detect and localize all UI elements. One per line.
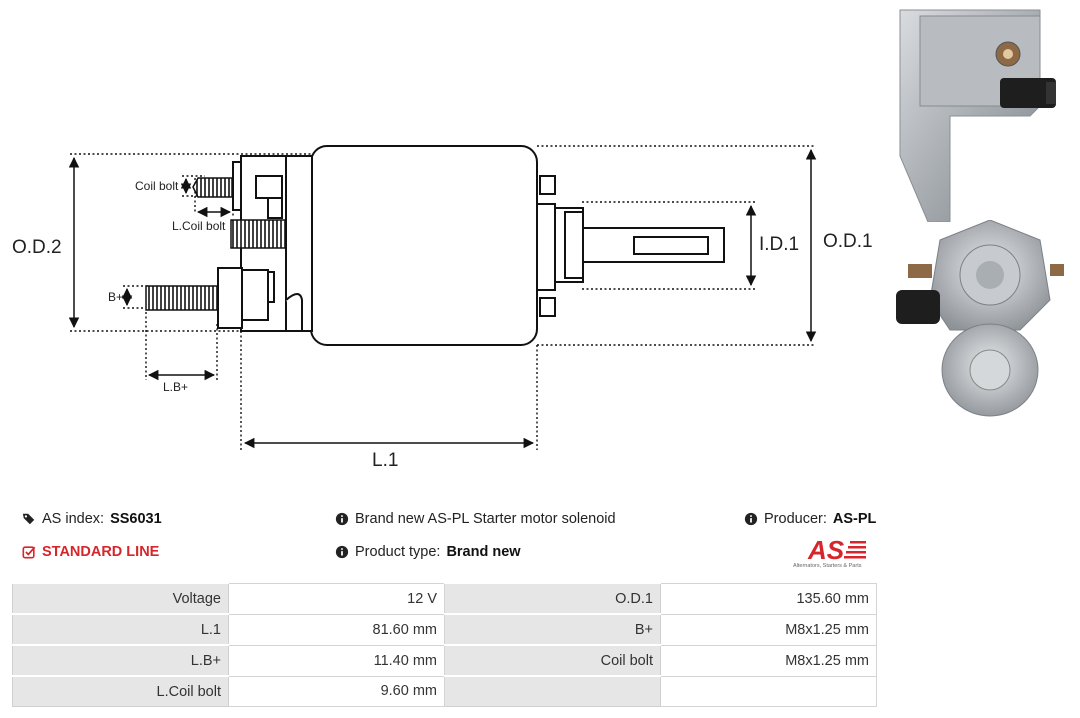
spec-value: M8x1.25 mm [660,613,877,646]
product-type-value: Brand new [446,544,521,560]
as-index: AS index: SS6031 [22,511,162,527]
od1-label: O.D.1 [823,231,873,252]
spec-value: 11.40 mm [228,644,445,677]
as-index-value: SS6031 [110,511,162,527]
solenoid-outline [217,145,725,346]
product-photo-front [896,220,1064,417]
l-coil-bolt-label: L.Coil bolt [172,219,226,233]
spec-label: B+ [444,613,661,646]
spec-label: Voltage [12,582,229,615]
spec-label: O.D.1 [444,582,661,615]
product-photo-side [899,9,1056,222]
as-index-label: AS index: [42,511,105,527]
spec-value: 135.60 mm [660,582,877,615]
info-circle-icon [335,512,349,526]
check-square-icon [22,546,36,559]
spec-label: L.1 [12,613,229,646]
spec-value [660,675,877,707]
product-info: AS index: SS6031 STANDARD LINE Brand new… [0,500,1080,580]
description-text: Brand new AS-PL Starter motor solenoid [355,511,616,527]
coil-bolt-label: Coil bolt [135,179,179,193]
product-type-label: Product type: [355,544,441,560]
logo-tagline: Alternators, Starters & Parts [793,563,862,569]
b-plus-label: B+ [108,290,123,304]
producer-value: AS-PL [832,511,877,527]
info-circle-icon [744,512,758,526]
bolt-threads [145,177,287,311]
spec-label [444,675,661,707]
od2-label: O.D.2 [12,237,62,258]
producer-label: Producer: [764,511,827,527]
tags-icon [22,513,35,525]
logo-letters: AS [807,535,845,565]
spec-value: 81.60 mm [228,613,445,646]
l1-label: L.1 [372,450,398,471]
spec-value: 12 V [228,582,445,615]
spec-value: 9.60 mm [228,675,445,707]
spec-label: L.Coil bolt [12,675,229,707]
id1-label: I.D.1 [759,234,799,255]
as-pl-logo: AS Alternators, Starters & Parts [790,535,880,571]
info-circle-icon [335,545,349,559]
dimension-arrows [68,148,817,449]
product-type: Product type: Brand new [335,544,521,560]
standard-line-badge: STANDARD LINE [22,544,159,560]
solenoid-technical-drawing: Coil bolt L.Coil bolt B+ L.B+ O.D.2 O.D.… [12,145,873,471]
l-b-plus-label: L.B+ [163,380,188,394]
spec-label: Coil bolt [444,644,661,677]
standard-line-text: STANDARD LINE [42,544,160,560]
description: Brand new AS-PL Starter motor solenoid [335,511,616,527]
producer: Producer: AS-PL [744,511,876,527]
spec-value: M8x1.25 mm [660,644,877,677]
spec-label: L.B+ [12,644,229,677]
